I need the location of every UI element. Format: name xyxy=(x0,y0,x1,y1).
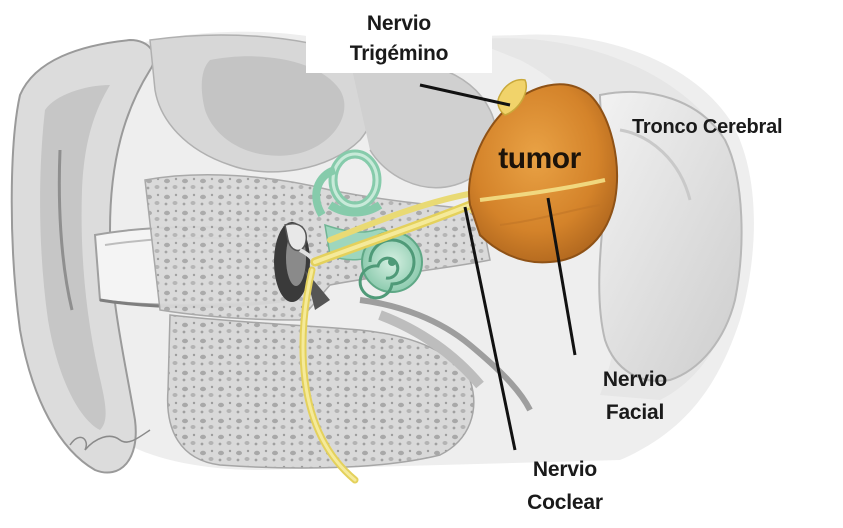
facial-nerve-label: Nervio Facial xyxy=(580,363,690,429)
cochlear-nerve-label: Nervio Coclear xyxy=(505,453,625,519)
tumor-label: tumor xyxy=(482,140,597,178)
brainstem-label-text: Tronco Cerebral xyxy=(632,114,842,141)
tumor-label-text: tumor xyxy=(482,140,597,178)
trigeminal-label-line1: Nervio xyxy=(306,9,492,39)
trigeminal-label-line2: Trigémino xyxy=(306,39,492,69)
cochlear-label-line1: Nervio xyxy=(505,453,625,486)
facial-label-line1: Nervio xyxy=(580,363,690,396)
trigeminal-nerve-label: Nervio Trigémino xyxy=(306,6,492,73)
facial-label-line2: Facial xyxy=(580,396,690,429)
cochlear-label-line2: Coclear xyxy=(505,486,625,519)
brainstem-label: Tronco Cerebral xyxy=(632,114,842,141)
